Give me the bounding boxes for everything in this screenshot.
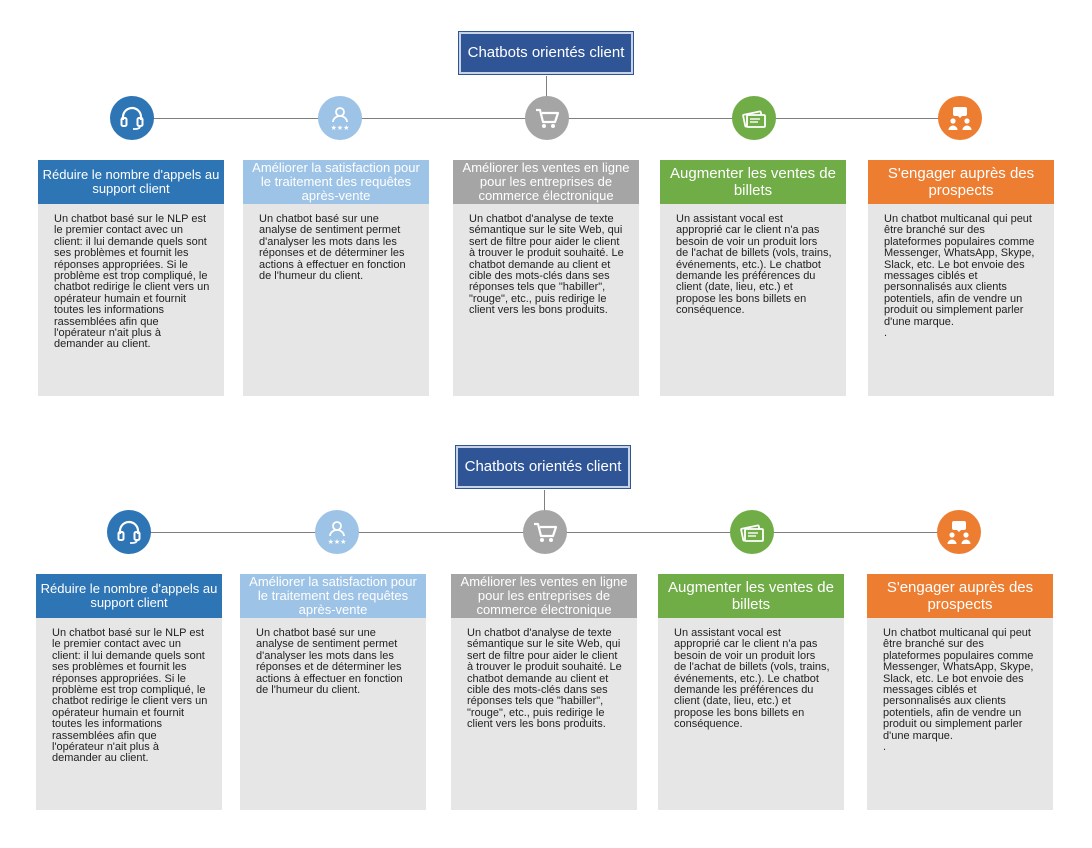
svg-text:★★★: ★★★ (328, 538, 347, 546)
svg-text:★★★: ★★★ (331, 124, 350, 132)
column-text: Un chatbot basé sur le NLP est le premie… (36, 618, 222, 810)
column-heading: Augmenter les ventes de billets (660, 160, 846, 204)
shopping-cart-icon (525, 96, 569, 140)
column-text: Un chatbot multicanal qui peut être bran… (868, 204, 1054, 396)
column-heading: S'engager auprès des prospects (868, 160, 1054, 204)
column-text: Un assistant vocal est approprié car le … (660, 204, 846, 396)
diagram-title: Chatbots orientés client (455, 445, 631, 489)
column-heading: Réduire le nombre d'appels au support cl… (38, 160, 224, 204)
headset-icon (107, 510, 151, 554)
column-text: Un assistant vocal est approprié car le … (658, 618, 844, 810)
column-text: Un chatbot basé sur une analyse de senti… (240, 618, 426, 810)
column-heading: Améliorer la satisfaction pour le traite… (243, 160, 429, 204)
chat-people-icon (938, 96, 982, 140)
chat-people-icon (937, 510, 981, 554)
column-heading: Améliorer la satisfaction pour le traite… (240, 574, 426, 618)
tickets-icon (732, 96, 776, 140)
user-rating-icon: ★★★ (318, 96, 362, 140)
column-text: Un chatbot basé sur une analyse de senti… (243, 204, 429, 396)
diagram-top: Chatbots orientés client ★★★ Réduire le … (0, 0, 1092, 400)
diagram-bottom: Chatbots orientés client ★★★ Réduire le … (0, 414, 1092, 814)
column-text: Un chatbot d'analyse de texte sémantique… (451, 618, 637, 810)
column-text: Un chatbot multicanal qui peut être bran… (867, 618, 1053, 810)
column-heading: Améliorer les ventes en ligne pour les e… (453, 160, 639, 204)
column-heading: Augmenter les ventes de billets (658, 574, 844, 618)
headset-icon (110, 96, 154, 140)
diagram-title: Chatbots orientés client (458, 31, 634, 75)
column-heading: Réduire le nombre d'appels au support cl… (36, 574, 222, 618)
column-text: Un chatbot basé sur le NLP est le premie… (38, 204, 224, 396)
column-heading: S'engager auprès des prospects (867, 574, 1053, 618)
column-text: Un chatbot d'analyse de texte sémantique… (453, 204, 639, 396)
user-rating-icon: ★★★ (315, 510, 359, 554)
column-heading: Améliorer les ventes en ligne pour les e… (451, 574, 637, 618)
shopping-cart-icon (523, 510, 567, 554)
tickets-icon (730, 510, 774, 554)
